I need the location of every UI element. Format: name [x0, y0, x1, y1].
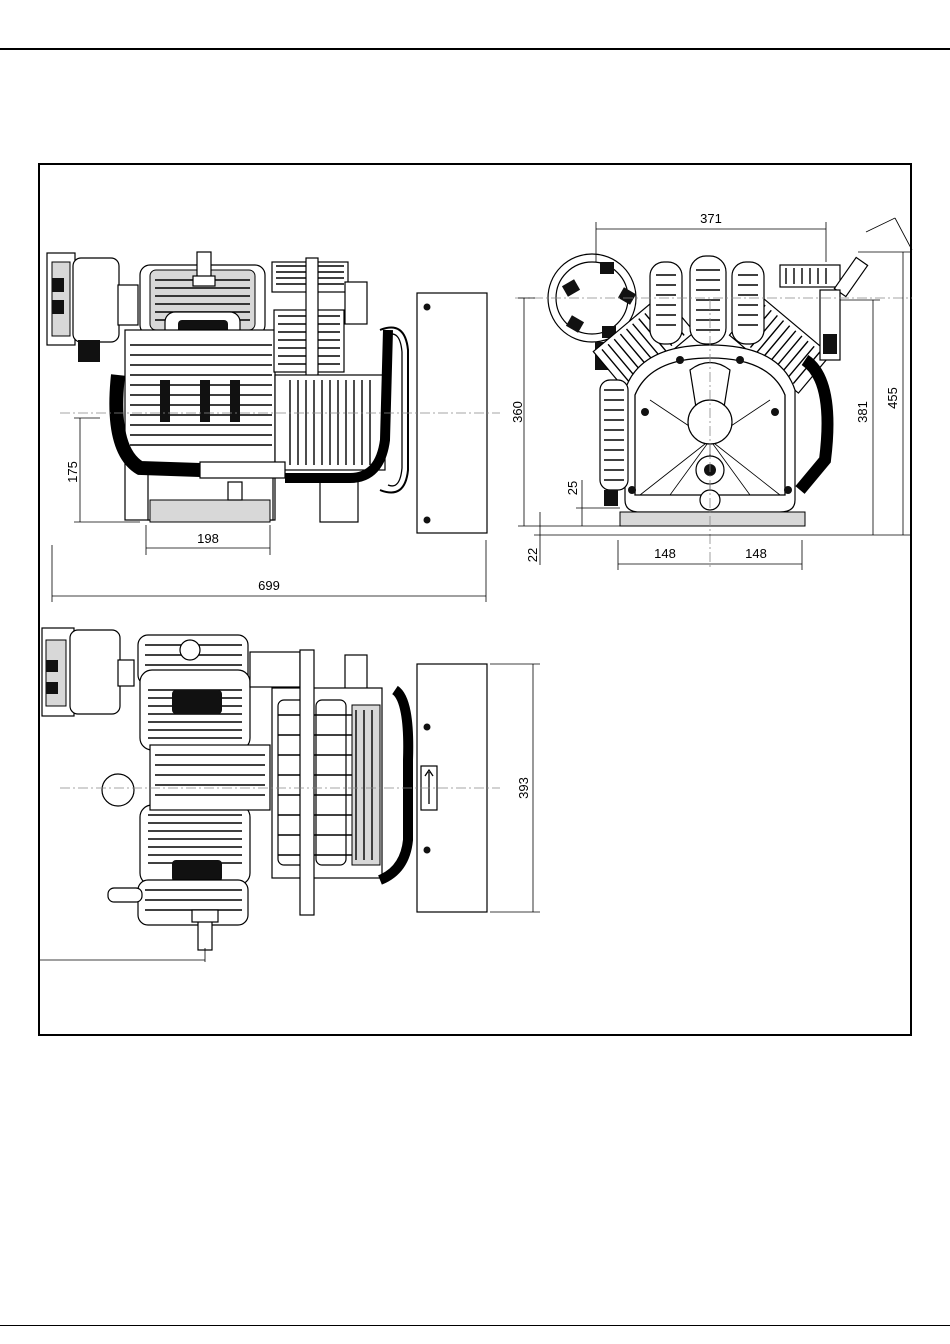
dim-left-spacing: 148 — [654, 546, 676, 561]
air-filter — [47, 253, 138, 362]
dim-foot-height: 22 — [525, 548, 540, 562]
top-filter — [42, 628, 134, 716]
dim-top-view-width: 393 — [516, 777, 531, 799]
dim-front-height-shaft: 360 — [510, 401, 525, 423]
crankcase — [125, 330, 275, 522]
dim-base-height: 25 — [565, 481, 580, 495]
dim-top-width: 371 — [700, 211, 722, 226]
front-view — [515, 254, 912, 570]
dim-shaft-height: 175 — [65, 461, 80, 483]
intercooler — [272, 258, 367, 378]
dim-total-height: 455 — [885, 387, 900, 409]
dim-overall-length: 699 — [258, 578, 280, 593]
dim-right-spacing: 148 — [745, 546, 767, 561]
footer-rule — [0, 1325, 950, 1326]
dim-crank-offset: 198 — [197, 531, 219, 546]
fan-housing — [275, 375, 385, 522]
side-view — [47, 252, 500, 533]
top-intercooler — [272, 650, 382, 915]
dim-valve-height: 381 — [855, 401, 870, 423]
top-view — [40, 628, 500, 962]
